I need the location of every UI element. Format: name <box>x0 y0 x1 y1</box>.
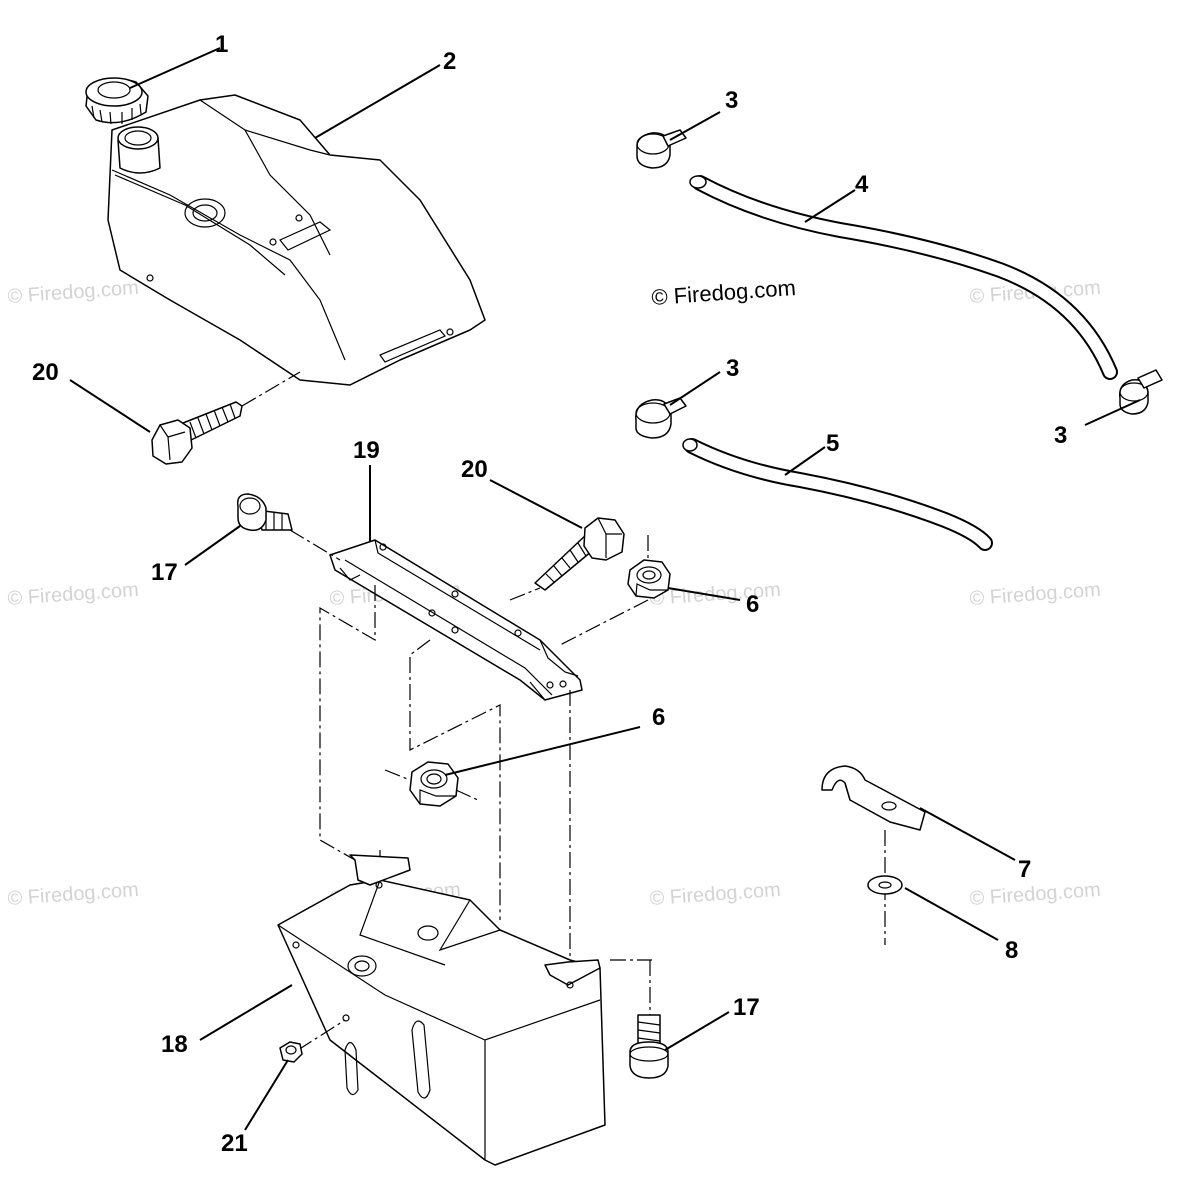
callout-3: 3 <box>726 355 739 382</box>
fuel-hose-5 <box>682 438 993 551</box>
screw-middle-icon <box>534 517 625 591</box>
screw-upper-icon <box>151 401 243 465</box>
callout-3: 3 <box>1054 422 1067 449</box>
centerline <box>559 599 649 646</box>
shield-panel <box>277 854 606 1166</box>
watermark: © Firedog.com <box>7 277 140 308</box>
callout-18: 18 <box>161 1031 188 1058</box>
callout-21: 21 <box>221 1130 248 1157</box>
watermark: © Firedog.com <box>7 579 140 610</box>
callout-4: 4 <box>855 171 869 198</box>
callout-20: 20 <box>32 359 59 386</box>
callout-6: 6 <box>652 704 665 731</box>
nut-lower-icon <box>409 761 459 807</box>
callout-17: 17 <box>733 994 760 1021</box>
fuel-cap-icon <box>85 77 149 125</box>
callout-20: 20 <box>461 456 488 483</box>
callout-6: 6 <box>746 591 759 618</box>
callout-8: 8 <box>1005 937 1018 964</box>
callout-17: 17 <box>151 559 178 586</box>
watermark: © Firedog.com <box>969 879 1102 910</box>
mounting-bracket <box>329 539 583 701</box>
callout-7: 7 <box>1018 856 1031 883</box>
callout-3: 3 <box>725 87 738 114</box>
centerline <box>289 529 341 561</box>
fuel-hose-4 <box>689 175 1118 380</box>
callout-5: 5 <box>826 430 839 457</box>
leader-lines <box>69 47 1141 1131</box>
hose-clamp-2-icon <box>635 397 687 439</box>
centerline <box>384 769 411 781</box>
hose-clip-icon <box>821 765 926 831</box>
fuel-tank <box>107 94 486 386</box>
nut-upper-icon <box>627 559 671 599</box>
watermark: © Firedog.com <box>649 879 782 910</box>
assembly-lines <box>319 585 886 1020</box>
bolt-upper-icon <box>236 493 293 532</box>
watermark: © Firedog.com <box>7 879 140 910</box>
watermark: © Firedog.com <box>969 579 1102 610</box>
washer-icon <box>867 875 903 895</box>
nut-small-icon <box>279 1041 303 1063</box>
centerline <box>455 789 479 801</box>
centerline <box>509 587 541 601</box>
centerline <box>297 1019 346 1051</box>
callout-19: 19 <box>353 437 380 464</box>
centerline <box>241 371 301 407</box>
callout-2: 2 <box>443 48 456 75</box>
callouts: 1 2 3 4 3 3 5 20 19 20 17 6 6 7 8 18 17 … <box>32 31 1067 1157</box>
bolt-lower-icon <box>629 1014 669 1079</box>
credit-text: © Firedog.com <box>651 275 797 310</box>
callout-1: 1 <box>215 31 228 58</box>
watermarks: © Firedog.com © Firedog.com © Firedog.co… <box>7 277 1102 910</box>
